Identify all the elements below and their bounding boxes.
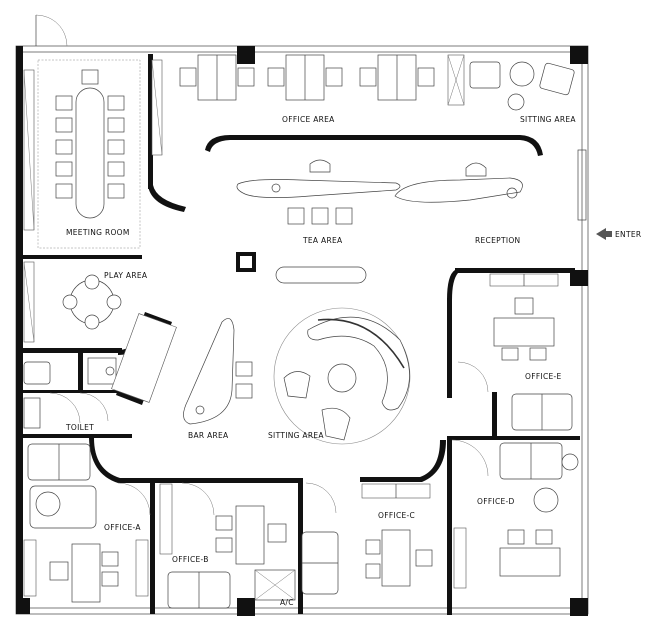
label-bar-area: BAR AREA (188, 431, 229, 440)
label-office-a: OFFICE-A (104, 523, 141, 532)
label-tea-area: TEA AREA (302, 236, 343, 245)
label-meeting-room: MEETING ROOM (66, 228, 130, 237)
label-play-area: PLAY AREA (104, 271, 148, 280)
tea-reception-furniture (236, 149, 612, 284)
office-b-furniture (159, 482, 296, 609)
bar-area-furniture (111, 313, 253, 425)
office-a-furniture (23, 443, 151, 603)
label-reception: RECEPTION (475, 236, 520, 245)
label-office-e: OFFICE-E (525, 372, 562, 381)
sitting-area-furniture (273, 307, 411, 445)
walls (16, 46, 588, 616)
office-d-furniture (451, 439, 579, 589)
meeting-table (75, 87, 105, 219)
label-office-area: OFFICE AREA (282, 115, 335, 124)
label-toilet: TOILET (65, 423, 94, 432)
label-office-d: OFFICE-D (477, 497, 515, 506)
office-e-furniture (457, 273, 573, 431)
office-c-furniture (301, 482, 433, 595)
label-sitting-area-top: SITTING AREA (520, 115, 576, 124)
label-enter: ENTER (615, 230, 641, 239)
label-office-c: OFFICE-C (378, 511, 415, 520)
office-area-furniture (179, 54, 575, 111)
label-office-b: OFFICE-B (172, 555, 209, 564)
toilet-fixtures (23, 357, 117, 429)
label-ac: A/C (280, 598, 294, 607)
room-labels: OFFICE AREA SITTING AREA MEETING ROOM TE… (65, 115, 641, 607)
label-sitting-area: SITTING AREA (268, 431, 324, 440)
play-area-furniture (23, 261, 122, 343)
meeting-room (23, 59, 163, 249)
